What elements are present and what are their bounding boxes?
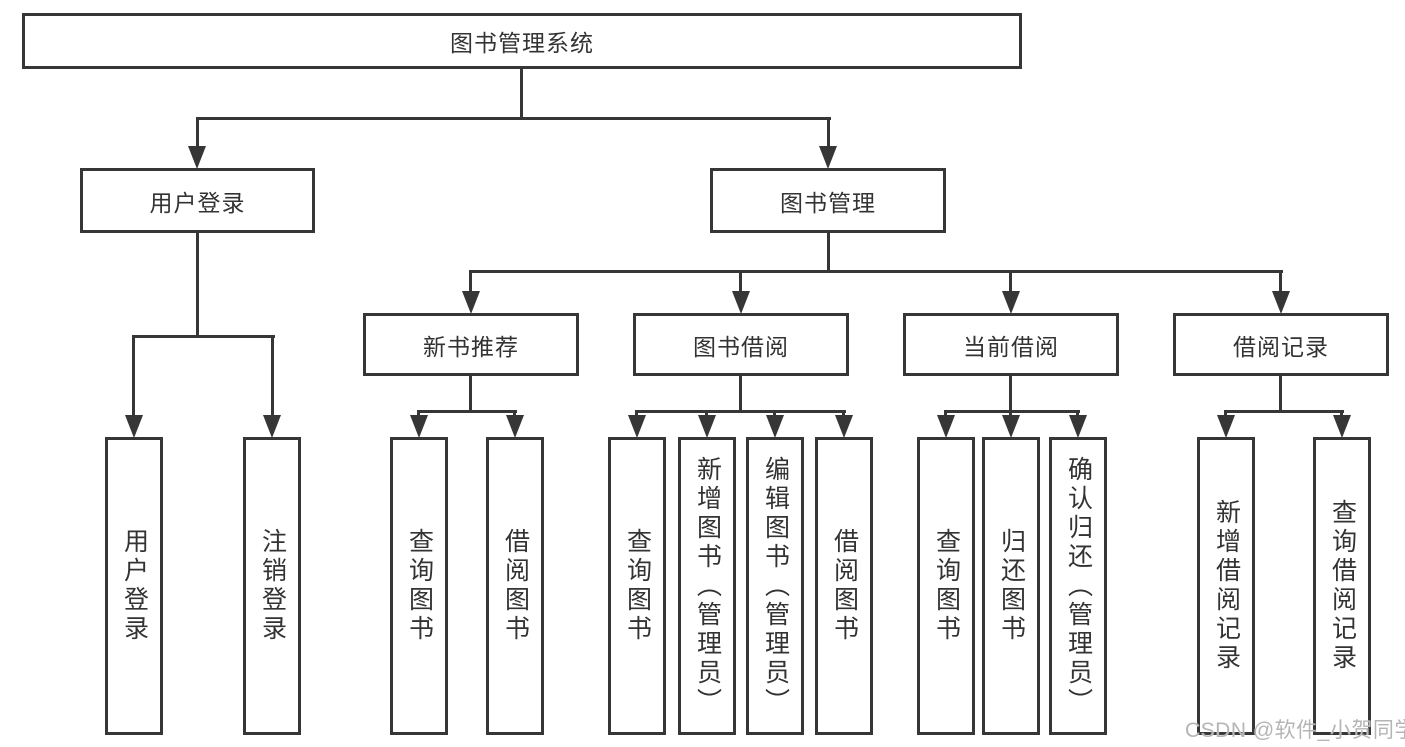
node-label: 图书管理系统 bbox=[450, 30, 594, 56]
connector-line bbox=[1279, 270, 1282, 294]
leaf-label: 借阅图书 bbox=[501, 528, 530, 644]
connector-line bbox=[469, 270, 472, 294]
arrow-down-icon bbox=[628, 415, 646, 438]
arrow-down-icon bbox=[410, 415, 428, 438]
connector-line bbox=[944, 410, 1080, 413]
connector-line bbox=[1009, 410, 1012, 418]
connector-line bbox=[827, 117, 830, 149]
connector-line bbox=[635, 410, 638, 418]
node-user-login: 用户登录 bbox=[80, 168, 315, 233]
leaf-label: 借阅图书 bbox=[830, 528, 859, 644]
arrow-down-icon bbox=[1002, 291, 1020, 314]
connector-line bbox=[417, 410, 420, 418]
leaf-label: 归还图书 bbox=[997, 528, 1026, 644]
node-book-management: 图书管理 bbox=[710, 168, 946, 233]
connector-line bbox=[520, 68, 523, 120]
connector-line bbox=[773, 410, 776, 418]
connector-line bbox=[1340, 410, 1343, 418]
connector-line bbox=[196, 117, 199, 149]
leaf-borrow-books-recommend: 借阅图书 bbox=[486, 437, 544, 735]
arrow-down-icon bbox=[462, 291, 480, 314]
leaf-return-books: 归还图书 bbox=[982, 437, 1040, 735]
node-new-book-recommend: 新书推荐 bbox=[363, 313, 579, 376]
connector-line bbox=[1009, 270, 1012, 294]
leaf-query-books-current: 查询图书 bbox=[917, 437, 975, 735]
arrow-down-icon bbox=[263, 415, 281, 438]
connector-line bbox=[1076, 410, 1079, 418]
connector-line bbox=[739, 374, 742, 413]
leaf-edit-books-admin: 编辑图书（管理员） bbox=[746, 437, 804, 735]
arrow-down-icon bbox=[732, 291, 750, 314]
connector-line bbox=[739, 270, 742, 294]
connector-line bbox=[132, 335, 275, 338]
leaf-add-borrow-record: 新增借阅记录 bbox=[1197, 437, 1255, 735]
node-label: 图书借阅 bbox=[693, 333, 789, 360]
leaf-label: 查询图书 bbox=[623, 528, 652, 644]
connector-line bbox=[1279, 374, 1282, 413]
arrow-down-icon bbox=[1069, 415, 1087, 438]
connector-line bbox=[271, 335, 274, 418]
leaf-query-books-recommend: 查询图书 bbox=[390, 437, 448, 735]
connector-line bbox=[513, 410, 516, 418]
arrow-down-icon bbox=[125, 415, 143, 438]
leaf-logout: 注销登录 bbox=[243, 437, 301, 735]
connector-line bbox=[1224, 410, 1344, 413]
leaf-label: 查询借阅记录 bbox=[1328, 499, 1357, 673]
leaf-label: 注销登录 bbox=[258, 528, 287, 644]
leaf-label: 确认归还（管理员） bbox=[1064, 455, 1093, 717]
connector-line bbox=[944, 410, 947, 418]
connector-line bbox=[132, 335, 135, 418]
node-label: 图书管理 bbox=[780, 189, 876, 216]
connector-line bbox=[196, 117, 831, 120]
node-label: 新书推荐 bbox=[423, 333, 519, 360]
connector-line bbox=[1224, 410, 1227, 418]
leaf-label: 用户登录 bbox=[120, 528, 149, 644]
leaf-confirm-return-admin: 确认归还（管理员） bbox=[1049, 437, 1107, 735]
arrow-down-icon bbox=[506, 415, 524, 438]
leaf-label: 编辑图书（管理员） bbox=[761, 455, 790, 717]
arrow-down-icon bbox=[1217, 415, 1235, 438]
arrow-down-icon bbox=[188, 146, 206, 169]
connector-line bbox=[705, 410, 708, 418]
node-library-system: 图书管理系统 bbox=[22, 13, 1022, 69]
leaf-label: 新增图书（管理员） bbox=[693, 455, 722, 717]
connector-line bbox=[635, 410, 846, 413]
connector-line bbox=[469, 270, 1283, 273]
connector-line bbox=[469, 374, 472, 413]
arrow-down-icon bbox=[1272, 291, 1290, 314]
connector-line bbox=[417, 410, 517, 413]
watermark: CSDN @软件_小贺同学 bbox=[1185, 719, 1405, 742]
leaf-user-login: 用户登录 bbox=[105, 437, 163, 735]
arrow-down-icon bbox=[835, 415, 853, 438]
leaf-add-books-admin: 新增图书（管理员） bbox=[678, 437, 736, 735]
leaf-label: 查询图书 bbox=[932, 528, 961, 644]
node-label: 用户登录 bbox=[149, 189, 246, 216]
connector-line bbox=[827, 230, 830, 273]
arrow-down-icon bbox=[1333, 415, 1351, 438]
arrow-down-icon bbox=[698, 415, 716, 438]
arrow-down-icon bbox=[766, 415, 784, 438]
arrow-down-icon bbox=[937, 415, 955, 438]
node-book-borrow: 图书借阅 bbox=[633, 313, 849, 376]
node-label: 当前借阅 bbox=[963, 333, 1059, 360]
arrow-down-icon bbox=[819, 146, 837, 169]
leaf-label: 新增借阅记录 bbox=[1212, 499, 1241, 673]
node-borrow-records: 借阅记录 bbox=[1173, 313, 1389, 376]
connector-line bbox=[196, 230, 199, 338]
connector-line bbox=[1009, 374, 1012, 413]
connector-line bbox=[842, 410, 845, 418]
leaf-borrow-books: 借阅图书 bbox=[815, 437, 873, 735]
node-label: 借阅记录 bbox=[1233, 333, 1329, 360]
leaf-label: 查询图书 bbox=[405, 528, 434, 644]
arrow-down-icon bbox=[1002, 415, 1020, 438]
leaf-query-borrow-record: 查询借阅记录 bbox=[1313, 437, 1371, 735]
leaf-query-books-borrow: 查询图书 bbox=[608, 437, 666, 735]
node-current-borrow: 当前借阅 bbox=[903, 313, 1119, 376]
